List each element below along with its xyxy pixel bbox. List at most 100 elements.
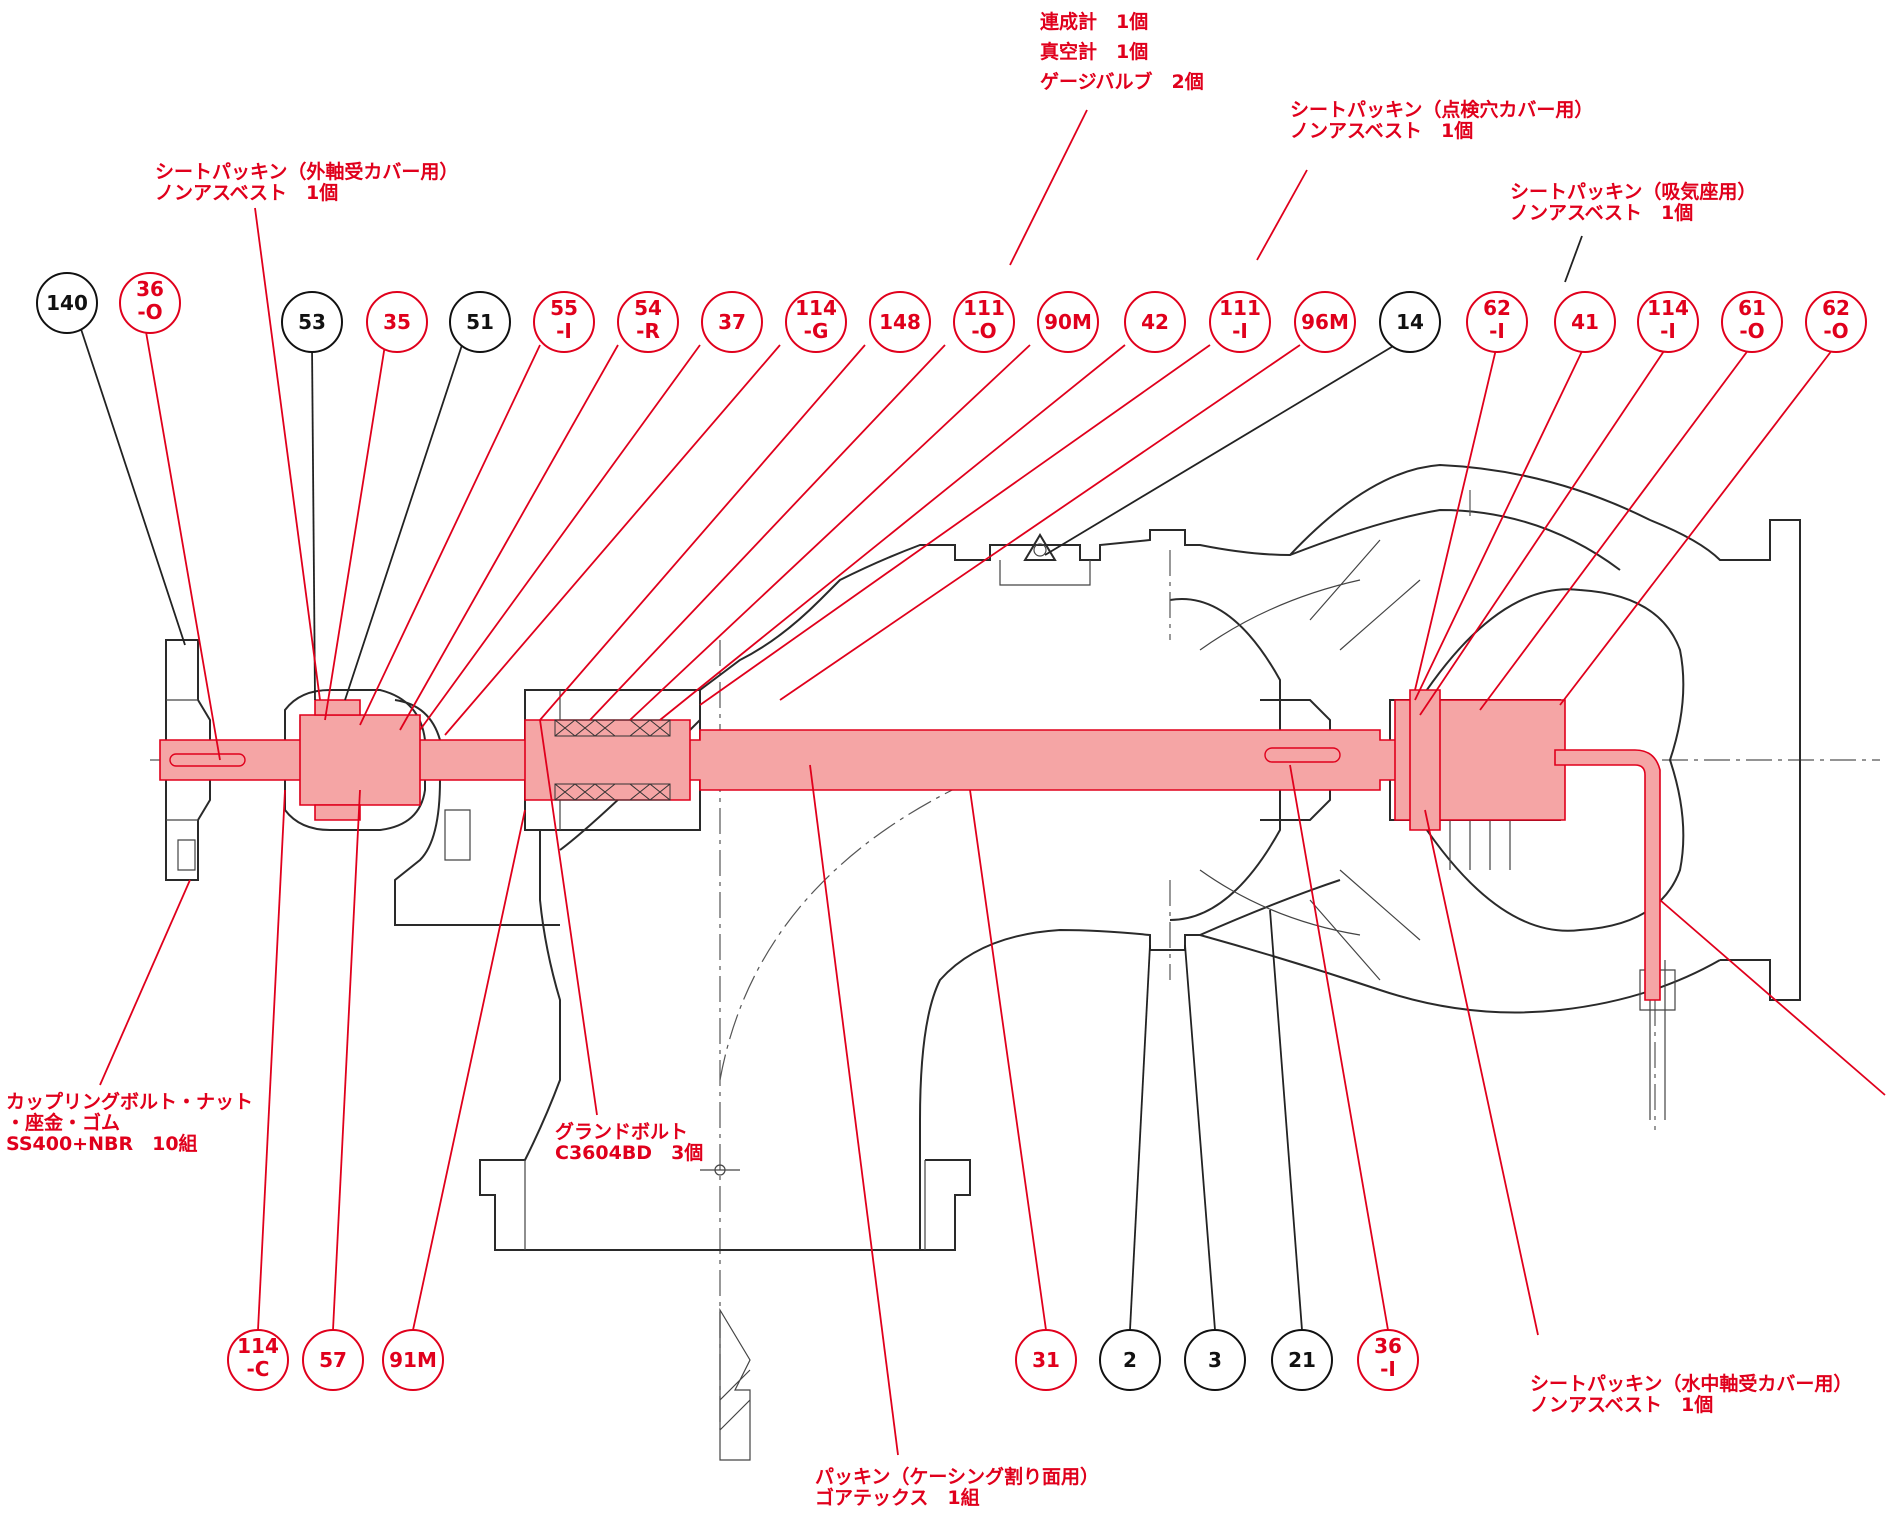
- svg-text:-O: -O: [971, 319, 996, 343]
- balloon-61-o: 61 -O: [1721, 291, 1783, 353]
- svg-text:カップリングボルト・ナット: カップリングボルト・ナット: [6, 1090, 253, 1113]
- balloon-37: 37: [701, 291, 763, 353]
- svg-text:-I: -I: [556, 319, 572, 343]
- svg-text:真空計 1個: 真空計 1個: [1040, 40, 1148, 63]
- svg-text:-O: -O: [1823, 319, 1848, 343]
- svg-text:111: 111: [1219, 296, 1261, 320]
- balloon-36-i: 36 -I: [1357, 1329, 1419, 1391]
- svg-text:グランドボルト: グランドボルト: [555, 1120, 688, 1143]
- svg-text:53: 53: [298, 310, 326, 334]
- outer-bearing: [299, 714, 421, 806]
- svg-text:114: 114: [1647, 296, 1689, 320]
- svg-text:42: 42: [1141, 310, 1169, 334]
- svg-text:-I: -I: [1232, 319, 1248, 343]
- svg-text:55: 55: [550, 296, 578, 320]
- svg-text:シートパッキン（吸気座用）: シートパッキン（吸気座用）: [1510, 180, 1756, 203]
- svg-text:148: 148: [879, 310, 921, 334]
- note-sheet-packing-outer-bearing: シートパッキン（外軸受カバー用） ノンアスベスト 1個: [155, 160, 458, 204]
- svg-text:41: 41: [1571, 310, 1599, 334]
- svg-text:SS400+NBR 10組: SS400+NBR 10組: [6, 1132, 198, 1155]
- balloons-bottom-row: 114 -C 57 91M 31 2 3 21 36: [227, 1329, 1419, 1391]
- balloon-41: 41: [1554, 291, 1616, 353]
- svg-text:114: 114: [795, 296, 837, 320]
- svg-text:35: 35: [383, 310, 411, 334]
- svg-text:パッキン（ケーシング割り面用）: パッキン（ケーシング割り面用）: [815, 1465, 1099, 1488]
- svg-text:114: 114: [237, 1334, 279, 1358]
- svg-text:-C: -C: [247, 1357, 270, 1381]
- svg-text:シートパッキン（水中軸受カバー用）: シートパッキン（水中軸受カバー用）: [1530, 1372, 1852, 1395]
- svg-text:-G: -G: [804, 319, 829, 343]
- note-gland-bolt: グランドボルト C3604BD 3個: [555, 1120, 703, 1164]
- svg-text:91M: 91M: [389, 1348, 437, 1372]
- svg-text:-I: -I: [1380, 1357, 1396, 1381]
- svg-text:90M: 90M: [1044, 310, 1092, 334]
- svg-text:-I: -I: [1489, 319, 1505, 343]
- svg-text:111: 111: [963, 296, 1005, 320]
- balloon-42: 42: [1124, 291, 1186, 353]
- balloon-114-c: 114 -C: [227, 1329, 289, 1391]
- svg-text:61: 61: [1738, 296, 1766, 320]
- note-sheet-packing-submerged-bearing: シートパッキン（水中軸受カバー用） ノンアスベスト 1個: [1530, 1372, 1852, 1416]
- svg-text:-O: -O: [1739, 319, 1764, 343]
- note-gauges: 連成計 1個 真空計 1個 ゲージバルブ 2個: [1040, 10, 1204, 93]
- svg-text:-R: -R: [636, 319, 660, 343]
- balloon-96m: 96M: [1294, 291, 1356, 353]
- svg-text:21: 21: [1288, 1348, 1316, 1372]
- svg-text:ゲージバルブ 2個: ゲージバルブ 2個: [1040, 70, 1204, 93]
- svg-text:ゴアテックス 1組: ゴアテックス 1組: [815, 1486, 980, 1509]
- balloon-51: 51: [449, 291, 511, 353]
- svg-text:2: 2: [1123, 1348, 1137, 1372]
- svg-text:62: 62: [1822, 296, 1850, 320]
- balloons-top-row: 140 36 -O 53 35 51 55 -I 54 -R: [36, 272, 1867, 353]
- balloon-31: 31: [1015, 1329, 1077, 1391]
- svg-text:31: 31: [1032, 1348, 1060, 1372]
- balloon-140: 140: [36, 272, 98, 334]
- balloon-111-i: 111 -I: [1209, 291, 1271, 353]
- balloon-114-i: 114 -I: [1637, 291, 1699, 353]
- svg-text:37: 37: [718, 310, 746, 334]
- svg-text:-I: -I: [1660, 319, 1676, 343]
- balloon-35: 35: [366, 291, 428, 353]
- svg-text:96M: 96M: [1301, 310, 1349, 334]
- svg-text:ノンアスベスト 1個: ノンアスベスト 1個: [1510, 202, 1693, 224]
- svg-text:62: 62: [1483, 296, 1511, 320]
- note-sheet-packing-suction: シートパッキン（吸気座用） ノンアスベスト 1個: [1510, 180, 1756, 224]
- balloon-54-r: 54 -R: [617, 291, 679, 353]
- svg-text:3: 3: [1208, 1348, 1222, 1372]
- svg-text:-O: -O: [137, 300, 162, 324]
- svg-text:36: 36: [1374, 1334, 1402, 1358]
- balloon-3: 3: [1184, 1329, 1246, 1391]
- svg-text:ノンアスベスト 1個: ノンアスベスト 1個: [1530, 1394, 1713, 1416]
- svg-text:14: 14: [1396, 310, 1424, 334]
- balloon-90m: 90M: [1037, 291, 1099, 353]
- svg-text:36: 36: [136, 277, 164, 301]
- balloon-91m: 91M: [382, 1329, 444, 1391]
- svg-text:ノンアスベスト 1個: ノンアスベスト 1個: [1290, 120, 1473, 142]
- svg-text:・座金・ゴム: ・座金・ゴム: [6, 1111, 120, 1134]
- balloon-57: 57: [302, 1329, 364, 1391]
- balloon-62-i: 62 -I: [1466, 291, 1528, 353]
- note-sheet-packing-inspection: シートパッキン（点検穴カバー用） ノンアスベスト 1個: [1290, 98, 1593, 142]
- balloon-148: 148: [869, 291, 931, 353]
- balloon-55-i: 55 -I: [533, 291, 595, 353]
- svg-text:シートパッキン（点検穴カバー用）: シートパッキン（点検穴カバー用）: [1290, 98, 1593, 121]
- notes: 連成計 1個 真空計 1個 ゲージバルブ 2個 シートパッキン（点検穴カバー用）…: [6, 10, 1852, 1509]
- balloon-111-o: 111 -O: [953, 291, 1015, 353]
- note-casing-packing: パッキン（ケーシング割り面用） ゴアテックス 1組: [815, 1465, 1099, 1509]
- svg-text:シートパッキン（外軸受カバー用）: シートパッキン（外軸受カバー用）: [155, 160, 458, 183]
- svg-text:140: 140: [46, 291, 88, 315]
- svg-text:C3604BD 3個: C3604BD 3個: [555, 1142, 703, 1164]
- svg-text:ノンアスベスト 1個: ノンアスベスト 1個: [155, 182, 338, 204]
- highlighted-parts: [159, 689, 1661, 1001]
- balloon-2: 2: [1099, 1329, 1161, 1391]
- svg-text:51: 51: [466, 310, 494, 334]
- pump-outline: [150, 463, 1880, 1461]
- balloon-62-o: 62 -O: [1805, 291, 1867, 353]
- svg-text:57: 57: [319, 1348, 347, 1372]
- balloon-114-g: 114 -G: [785, 291, 847, 353]
- svg-text:連成計 1個: 連成計 1個: [1040, 10, 1148, 33]
- balloon-53: 53: [281, 291, 343, 353]
- balloon-14: 14: [1379, 291, 1441, 353]
- lubrication-pipe: [1554, 749, 1661, 1001]
